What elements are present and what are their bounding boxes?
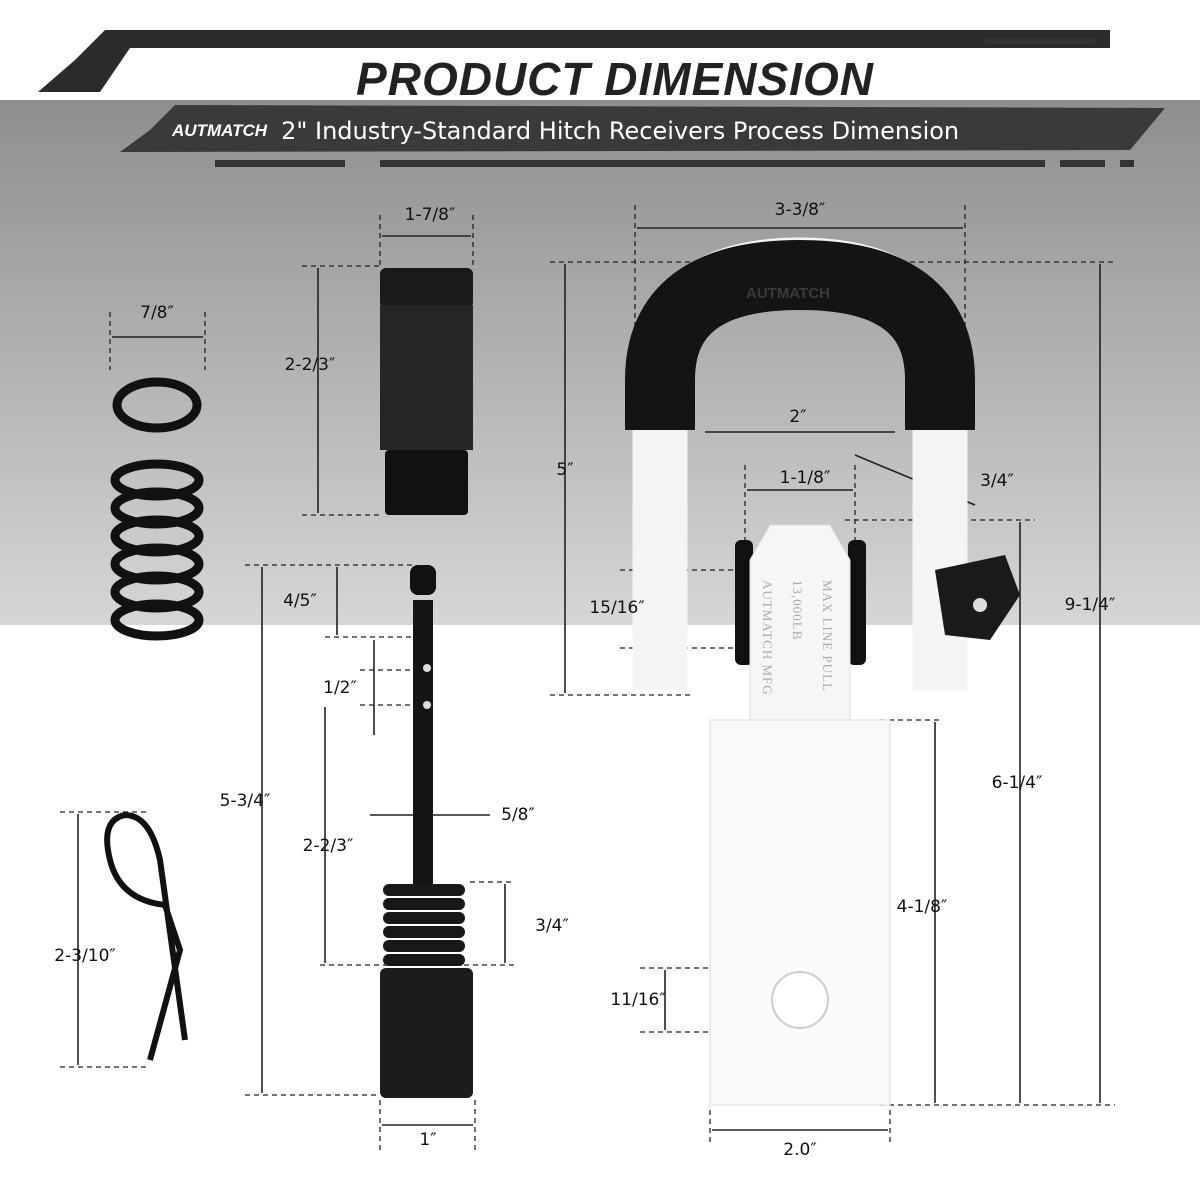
o-rings xyxy=(110,377,204,641)
dim-label: 3/4″ xyxy=(980,471,1014,491)
dim-label: 3/4″ xyxy=(535,916,569,936)
dim-label: 6-1/4″ xyxy=(991,773,1043,793)
dim-label: 1″ xyxy=(419,1130,437,1150)
header-stripe-top xyxy=(38,30,1110,92)
lock-sleeve xyxy=(380,268,473,515)
dim-label: 5/8″ xyxy=(501,805,535,825)
dim-label: 1-7/8″ xyxy=(404,205,456,225)
subtitle-bar: AUTMATCH 2" Industry-Standard Hitch Recei… xyxy=(172,117,959,145)
brand-logo: AUTMATCH xyxy=(172,121,268,140)
dim-label: 11/16″ xyxy=(610,990,666,1010)
dim-label: 2″ xyxy=(789,407,807,427)
subtitle: 2" Industry-Standard Hitch Receivers Pro… xyxy=(281,117,960,145)
header-dash xyxy=(985,38,1095,44)
d-ring-shackle xyxy=(625,237,1020,690)
dim-label: 5-3/4″ xyxy=(219,791,271,811)
dim-label: 2-2/3″ xyxy=(302,836,354,856)
page-title: PRODUCT DIMENSION xyxy=(356,53,874,105)
header-stripe-main xyxy=(120,105,1165,152)
engraving-line: 13,000LB xyxy=(790,580,805,641)
shackle-logo: AUTMATCH xyxy=(746,285,830,302)
dim-label: 4/5″ xyxy=(283,591,317,611)
header-dash xyxy=(215,160,345,167)
dim-label: 1/2″ xyxy=(323,678,357,698)
header-dash xyxy=(380,160,1045,167)
dim-label: 3-3/8″ xyxy=(774,200,826,220)
dim-label: 15/16″ xyxy=(589,598,645,618)
dim-label: 2-2/3″ xyxy=(284,355,336,375)
dim-label: 7/8″ xyxy=(140,303,174,323)
hairpin-clip xyxy=(104,811,188,1061)
hitch-receiver xyxy=(709,524,891,1106)
dim-label: 1-1/8″ xyxy=(779,468,831,488)
dim-label: 9-1/4″ xyxy=(1064,595,1116,615)
dim-label: 2.0″ xyxy=(783,1140,817,1160)
engraving-line: AUTMATCH MFG xyxy=(760,580,775,696)
dim-label: 4-1/8″ xyxy=(896,897,948,917)
hitch-pin xyxy=(380,565,473,1098)
header-dash xyxy=(1120,160,1134,167)
header-dash xyxy=(1060,160,1105,167)
engraving-line: MAX LINE PULL xyxy=(820,580,835,692)
dim-label: 2-3/10″ xyxy=(54,946,116,966)
dim-label: 5″ xyxy=(556,460,574,480)
